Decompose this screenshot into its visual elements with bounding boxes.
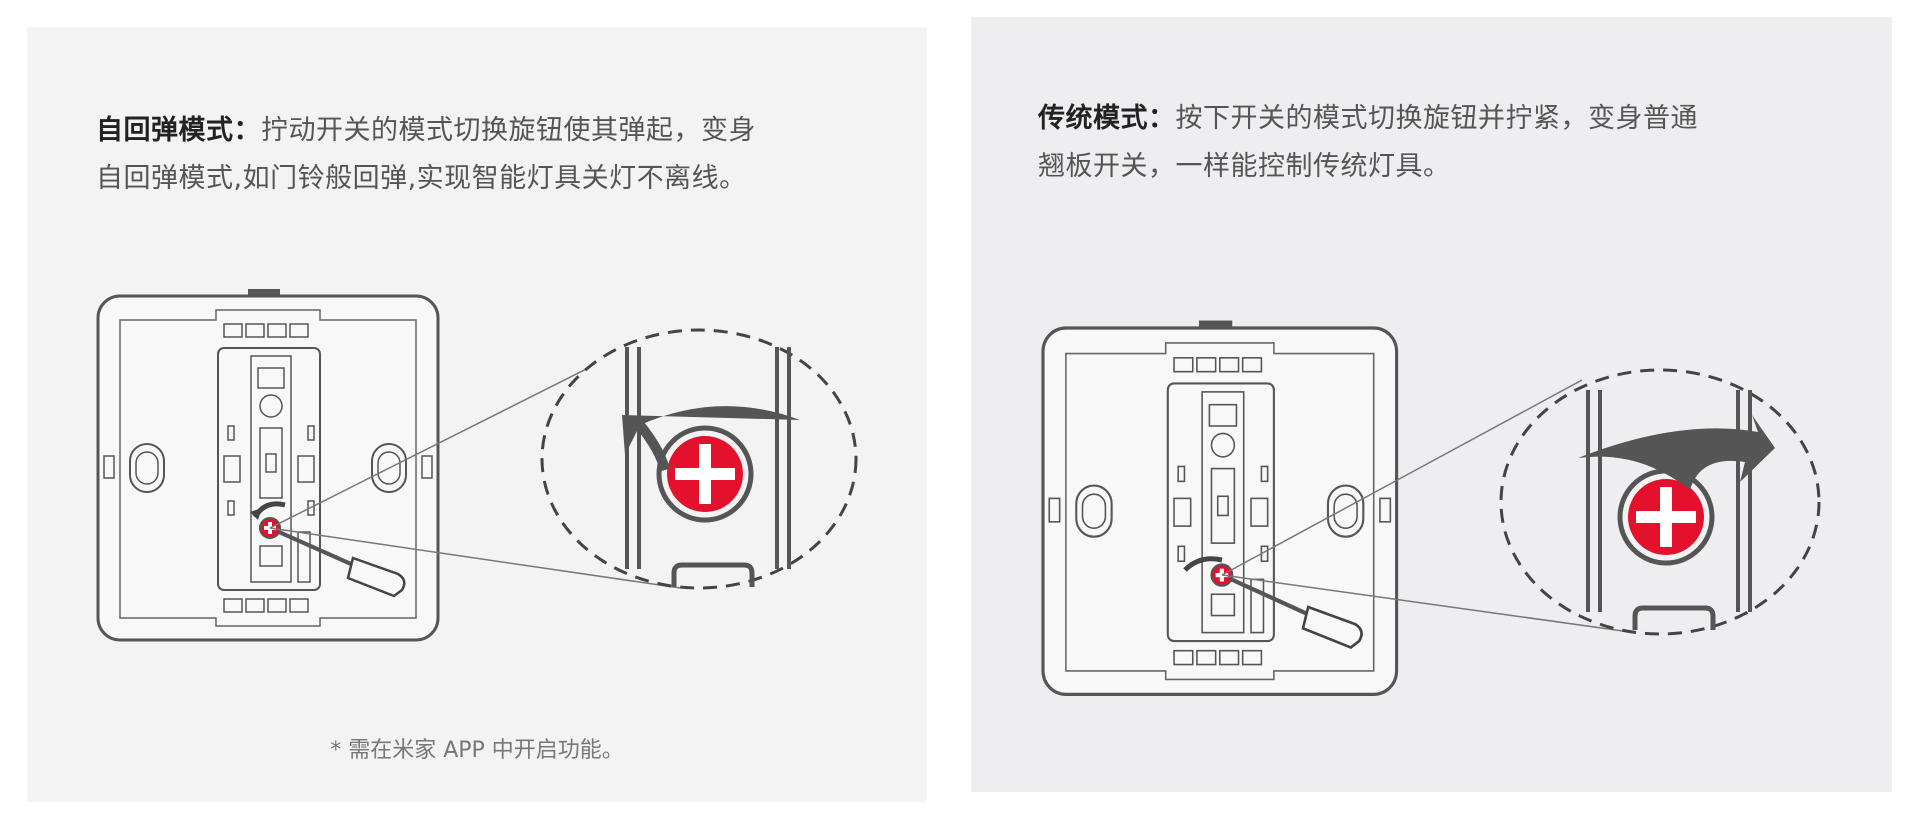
switch-back-illustration-left — [96, 287, 440, 642]
counter-clockwise-arrow-icon — [622, 406, 800, 455]
clockwise-arrow-icon — [1578, 415, 1775, 490]
switch-back-illustration-right — [1043, 321, 1397, 695]
magnifier-left — [269, 328, 858, 590]
traditional-mode-title: 传统模式： — [1038, 103, 1176, 134]
rotation-arrow-icon — [1183, 556, 1223, 572]
description-line-1: 拧动开关的模式切换旋钮使其弹起，变身 — [261, 115, 756, 146]
footnote: * 需在米家 APP 中开启功能。 — [330, 738, 624, 763]
description-line-1: 按下开关的模式切换旋钮并拧紧，变身普通 — [1175, 103, 1698, 134]
traditional-mode-description: 传统模式：按下开关的模式切换旋钮并拧紧，变身普通 翘板开关，一样能控制传统灯具。 — [1038, 95, 1858, 191]
self-return-mode-description: 自回弹模式：拧动开关的模式切换旋钮使其弹起，变身 自回弹模式,如门铃般回弹,实现… — [96, 107, 896, 203]
description-line-2: 翘板开关，一样能控制传统灯具。 — [1038, 151, 1451, 182]
self-return-mode-title: 自回弹模式： — [96, 115, 261, 146]
description-line-2: 自回弹模式,如门铃般回弹,实现智能灯具关灯不离线。 — [96, 163, 747, 194]
magnifier-right — [1221, 368, 1821, 636]
